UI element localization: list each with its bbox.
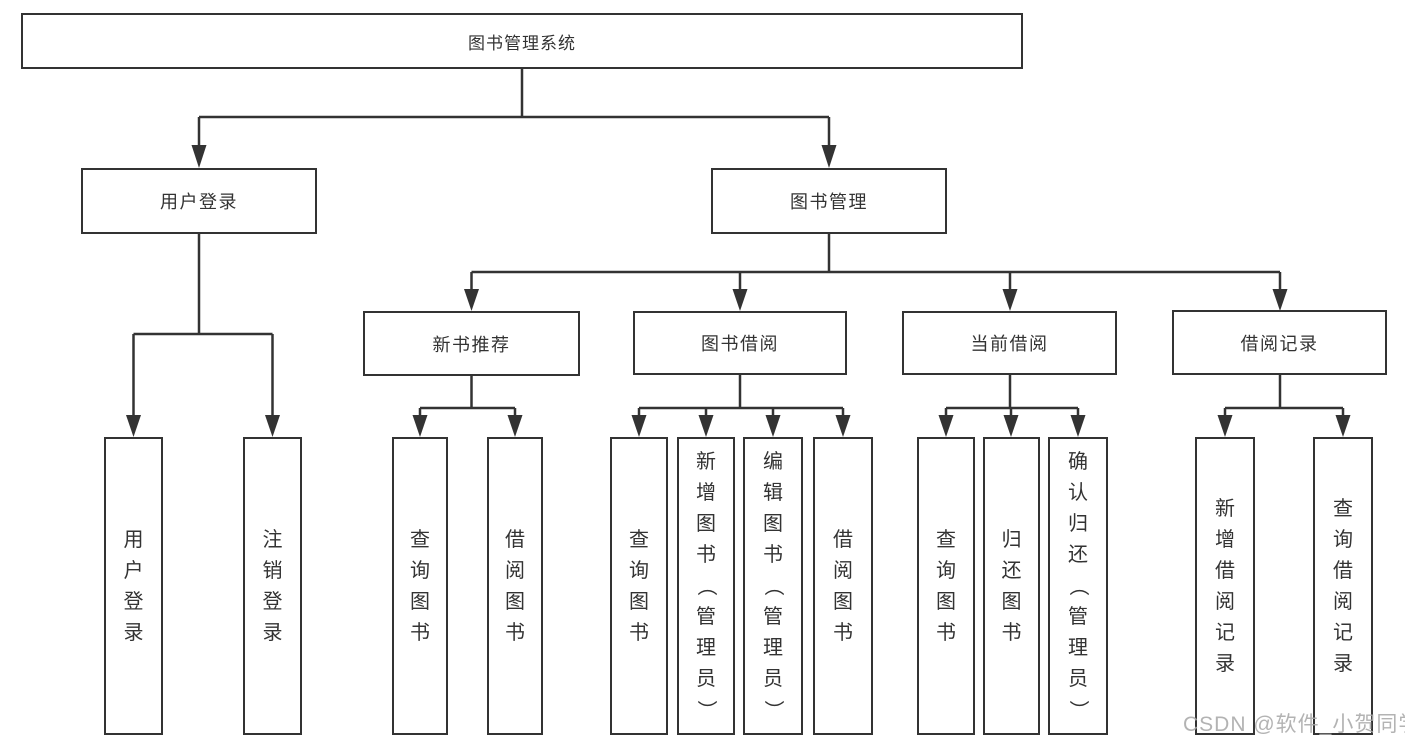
- leaf-query-books-recommend: 查询图书: [392, 437, 448, 735]
- arrowhead: [1003, 415, 1019, 437]
- leaf-query-borrow-record: 查询借阅记录: [1313, 437, 1373, 735]
- arrowhead: [835, 415, 851, 437]
- node-label: 注销登录: [262, 528, 283, 644]
- node-label: 图书管理系统: [468, 33, 576, 53]
- arrowhead: [507, 415, 523, 437]
- leaf-edit-books-admin: 编辑图书（管理员）: [743, 437, 803, 735]
- arrowhead: [126, 415, 141, 437]
- arrowhead: [191, 145, 207, 168]
- node-label: 归还图书: [1001, 528, 1022, 644]
- node-label: 借阅图书: [505, 528, 525, 644]
- node-label: 查询图书: [410, 528, 430, 644]
- connector-new-book-split: [412, 376, 523, 437]
- leaf-user-login: 用户登录: [104, 437, 163, 735]
- node-label: 新增图书（管理员）: [695, 451, 717, 720]
- node-current-borrowing: 当前借阅: [902, 311, 1117, 375]
- arrowhead: [1335, 415, 1351, 437]
- node-label: 新增借阅记录: [1215, 497, 1235, 675]
- connector-user-login-split: [126, 234, 280, 437]
- node-label: 编辑图书（管理员）: [762, 451, 784, 720]
- arrowhead: [464, 289, 479, 311]
- node-label: 新书推荐: [432, 334, 511, 355]
- node-label: 用户登录: [123, 528, 144, 644]
- arrowhead: [938, 415, 954, 437]
- arrowhead: [1217, 415, 1233, 437]
- node-book-borrowing: 图书借阅: [633, 311, 847, 375]
- leaf-logout-login: 注销登录: [243, 437, 302, 735]
- arrowhead: [698, 415, 714, 437]
- node-new-book-recommendation: 新书推荐: [363, 311, 580, 376]
- node-label: 查询借阅记录: [1333, 497, 1353, 675]
- node-book-management: 图书管理: [711, 168, 947, 234]
- node-label: 查询图书: [936, 528, 956, 644]
- arrowhead: [1272, 289, 1288, 311]
- arrowhead: [732, 289, 748, 311]
- arrowhead: [765, 415, 781, 437]
- leaf-query-books-borrowing: 查询图书: [610, 437, 668, 735]
- node-label: 确认归还（管理员）: [1067, 451, 1089, 720]
- node-library-system: 图书管理系统: [21, 13, 1023, 69]
- arrowhead: [821, 145, 837, 168]
- arrowhead: [412, 415, 428, 437]
- leaf-confirm-return-admin: 确认归还（管理员）: [1048, 437, 1108, 735]
- node-label: 用户登录: [160, 192, 238, 212]
- node-label: 图书管理: [790, 192, 868, 212]
- arrowhead: [1002, 289, 1018, 311]
- node-borrowing-records: 借阅记录: [1172, 310, 1387, 375]
- connector-current-borrowing-split: [938, 375, 1086, 437]
- connector-root-split: [191, 69, 837, 168]
- node-label: 借阅记录: [1240, 333, 1319, 354]
- leaf-borrow-books-recommend: 借阅图书: [487, 437, 543, 735]
- node-label: 当前借阅: [970, 334, 1049, 354]
- node-label: 借阅图书: [833, 528, 853, 644]
- arrowhead: [631, 415, 647, 437]
- leaf-add-borrow-record: 新增借阅记录: [1195, 437, 1255, 735]
- leaf-borrow-books-borrowing: 借阅图书: [813, 437, 873, 735]
- arrowhead: [265, 415, 280, 437]
- csdn-watermark: CSDN @软件_小贺同学: [1183, 713, 1405, 736]
- arrowhead: [1070, 415, 1086, 437]
- connector-book-borrowing-split: [631, 375, 851, 437]
- node-user-login: 用户登录: [81, 168, 317, 234]
- leaf-query-books-current: 查询图书: [917, 437, 975, 735]
- node-label: 图书借阅: [701, 334, 779, 354]
- connector-borrow-records-split: [1217, 375, 1351, 437]
- leaf-return-books: 归还图书: [983, 437, 1040, 735]
- connector-book-management-split: [464, 234, 1288, 311]
- node-label: 查询图书: [629, 528, 649, 644]
- leaf-add-books-admin: 新增图书（管理员）: [677, 437, 735, 735]
